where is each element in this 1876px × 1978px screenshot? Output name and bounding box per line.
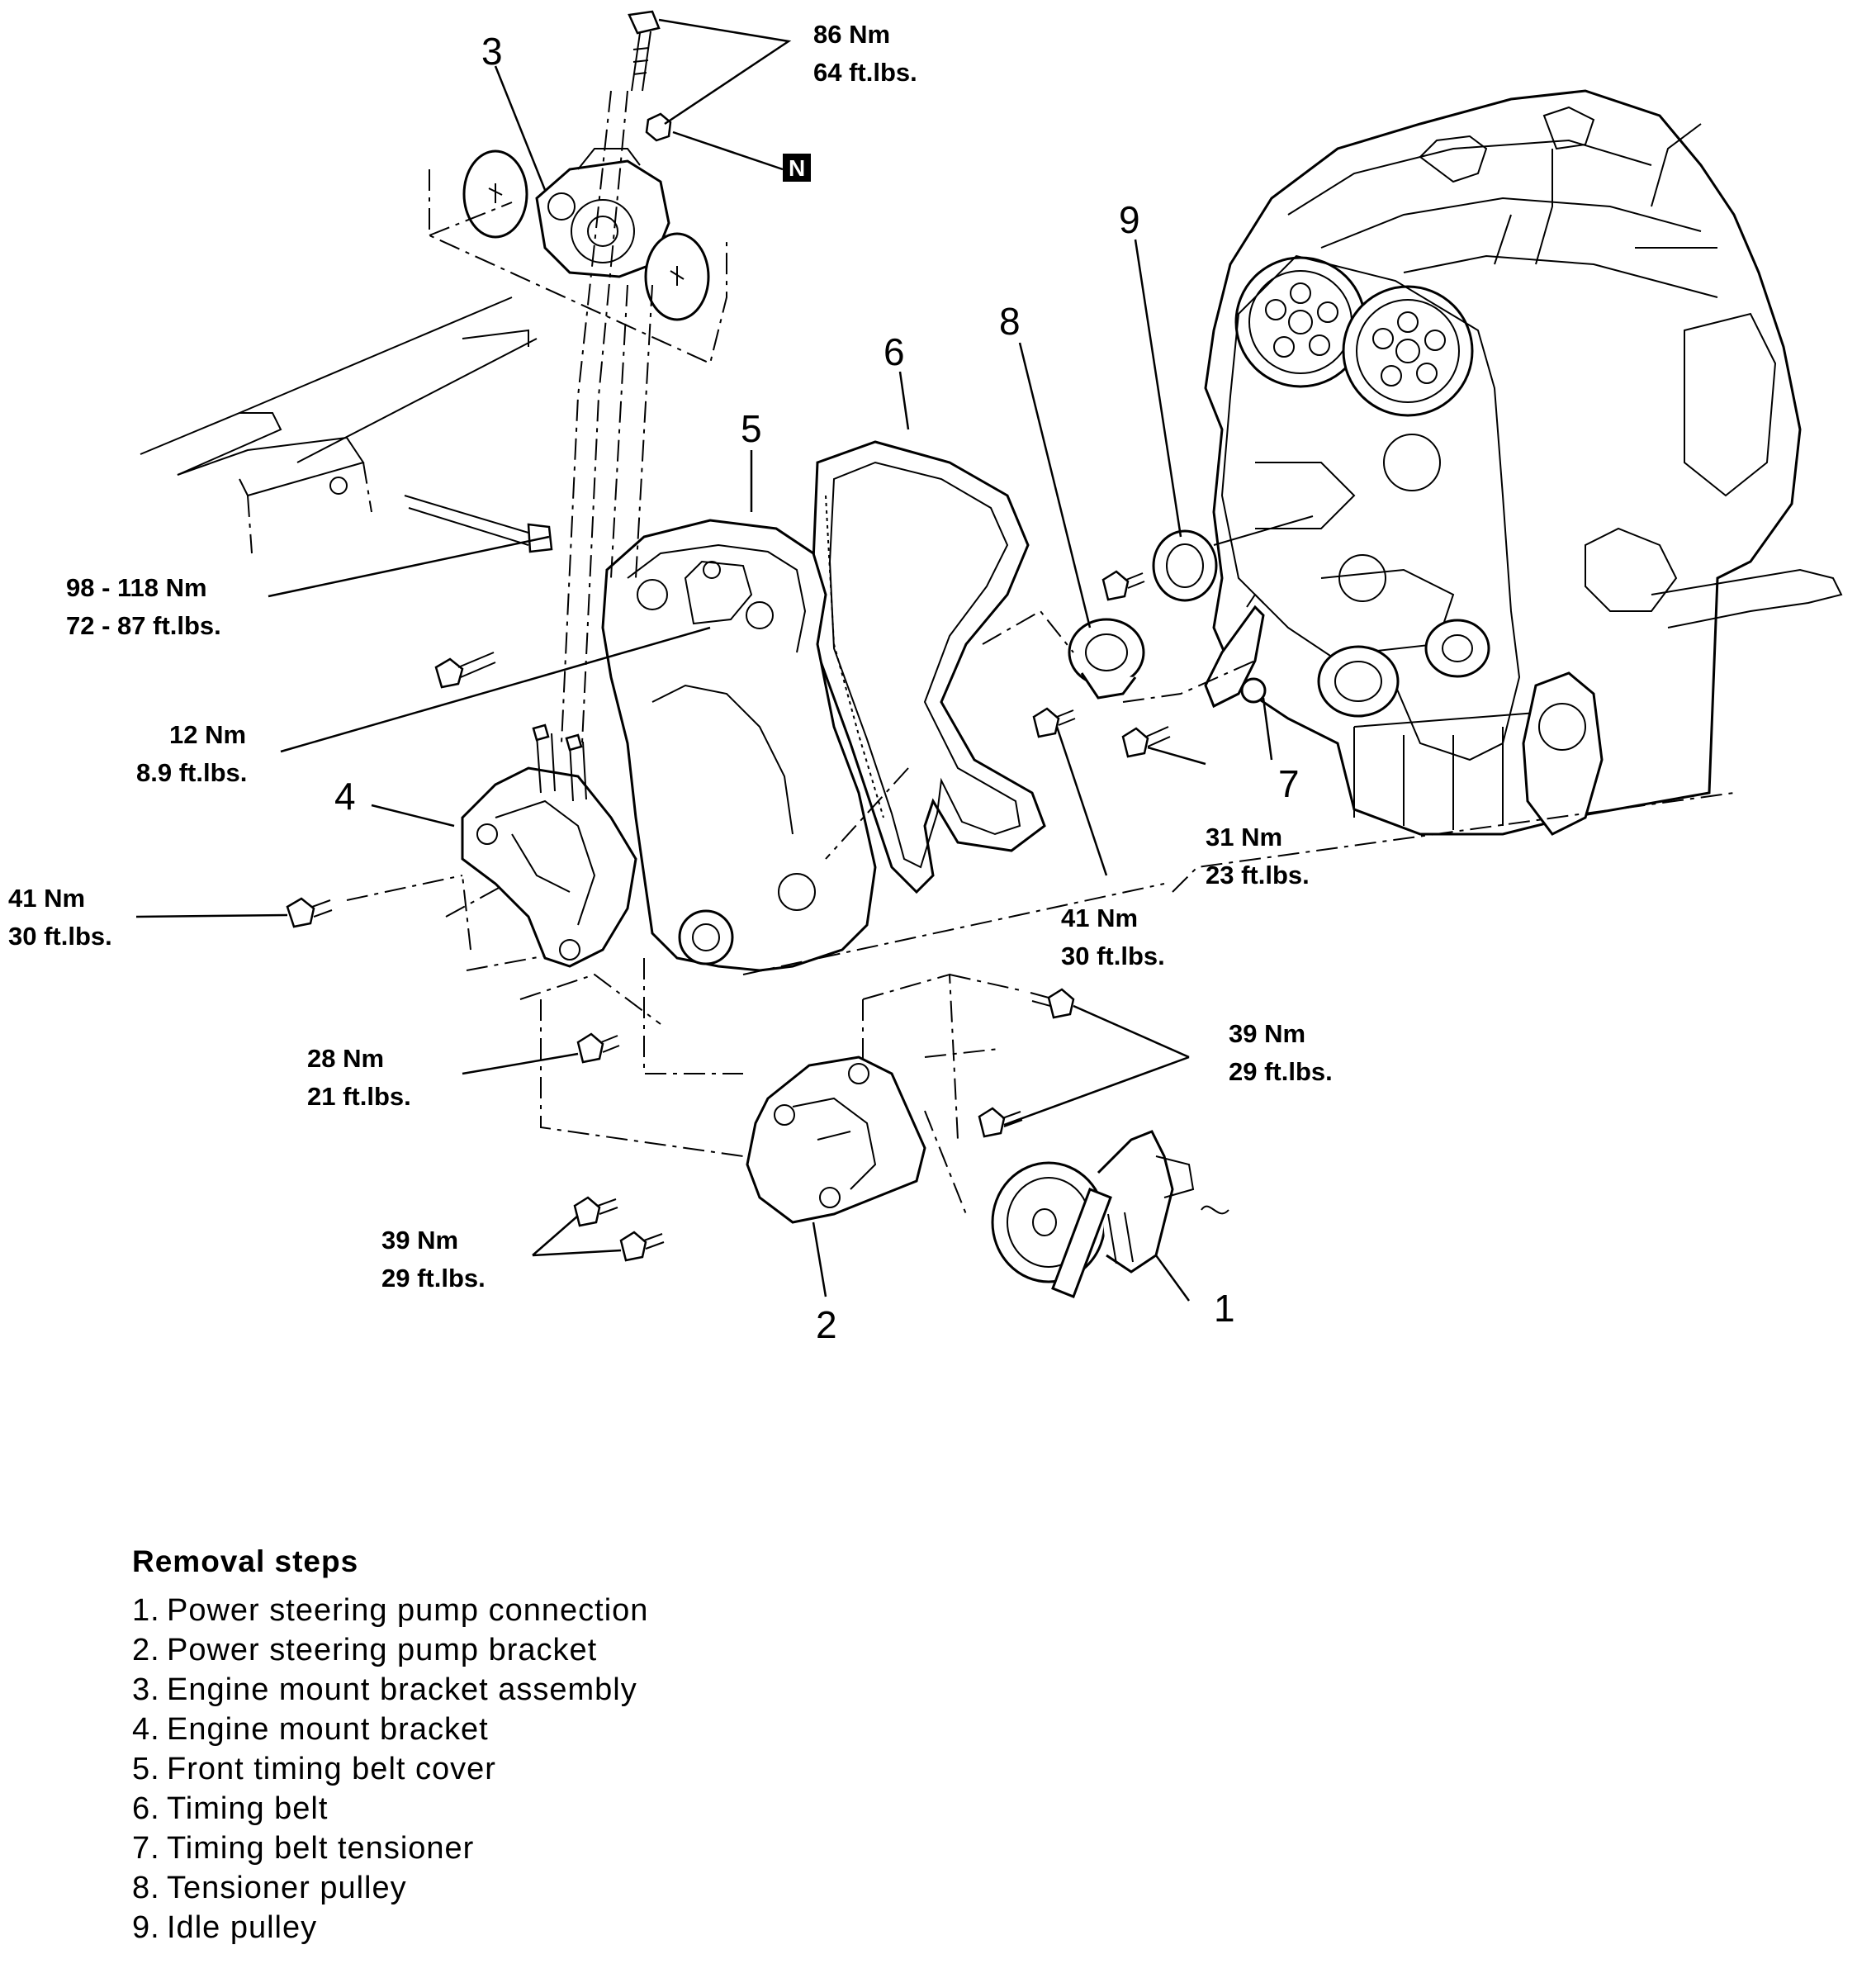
legend-title: Removal steps: [132, 1544, 359, 1578]
torque-39-nm-right: 39 Nm: [1229, 1019, 1305, 1048]
nut-marker-box: [783, 154, 811, 182]
power-steering-pump: [991, 1130, 1229, 1298]
list-item: 4.Engine mount bracket: [132, 1712, 489, 1747]
list-item: 7.Timing belt tensioner: [132, 1831, 475, 1866]
tensioner-bolt-31nm: [1121, 726, 1171, 758]
front-timing-belt-cover: [601, 519, 877, 972]
removal-steps-legend: Removal steps 1.Power steering pump conn…: [132, 1544, 1040, 1947]
bracket-bolt-39nm-right-upper: [1030, 988, 1075, 1019]
oil-pump-cover: [1522, 671, 1604, 836]
torque-30-ftlbs-mid: 30 ft.lbs.: [1061, 942, 1165, 970]
torque-29-ftlbs-right: 29 ft.lbs.: [1229, 1057, 1333, 1086]
torque-41-nm-left: 41 Nm: [8, 884, 85, 913]
list-item: 5.Front timing belt cover: [132, 1752, 496, 1786]
tensioner-pulley: [1068, 618, 1145, 700]
torque-29-ftlbs-bottom: 29 ft.lbs.: [381, 1264, 486, 1293]
leader-lines: [135, 18, 1273, 1302]
torque-64-ftlbs: 64 ft.lbs.: [813, 58, 917, 87]
idle-pulley-bolt: [1101, 570, 1145, 601]
nut-marker-letter: N: [789, 155, 805, 181]
mount-bracket-bolt: [329, 477, 553, 553]
torque-30-ftlbs-left: 30 ft.lbs.: [8, 922, 112, 951]
list-item: 1.Power steering pump connection: [132, 1593, 649, 1628]
callout-6: 6: [884, 330, 905, 373]
camshaft-sprocket-right: [1342, 285, 1474, 417]
torque-86-nm: 86 Nm: [813, 20, 890, 49]
list-item: 2.Power steering pump bracket: [132, 1633, 598, 1667]
mount-nut: [645, 112, 672, 142]
list-item: 8.Tensioner pulley: [132, 1871, 407, 1905]
mount-through-bolt: [628, 10, 661, 92]
crankshaft-sprocket: [1317, 645, 1400, 718]
bracket-bolt-39nm-right-lower: [978, 1107, 1023, 1138]
callout-3: 3: [481, 30, 503, 73]
torque-28-nm: 28 Nm: [307, 1044, 384, 1073]
camshaft-sprocket-left: [1234, 256, 1367, 388]
removal-steps-list: 1.Power steering pump connection 2.Power…: [132, 1591, 1040, 1947]
callout-4: 4: [334, 775, 356, 818]
torque-labels: 86 Nm 64 ft.lbs. 98 - 118 Nm 72 - 87 ft.…: [8, 20, 1333, 1293]
tensioner-pulley-bolt: [1032, 707, 1076, 738]
engine-mount-bracket: [461, 723, 637, 968]
callout-2: 2: [816, 1303, 837, 1346]
torque-21-ftlbs: 21 ft.lbs.: [307, 1082, 411, 1111]
torque-12-nm: 12 Nm: [169, 720, 246, 749]
torque-98-118-nm: 98 - 118 Nm: [66, 573, 207, 602]
timing-belt: [812, 440, 1046, 894]
power-steering-pump-bracket: [746, 1055, 926, 1224]
engine-belt-route: [1220, 254, 1521, 761]
oil-pump-sprocket: [1424, 619, 1490, 678]
bracket-bolt-41nm-left: [286, 897, 333, 928]
idle-pulley: [1152, 515, 1314, 602]
bracket-bolt-39nm-bottom-lower: [619, 1231, 665, 1262]
engine-block: [1204, 89, 1843, 836]
callout-numbers: 1 2 3 4 5 6 7 8 9: [334, 30, 1300, 1346]
list-item: 9.Idle pulley: [132, 1910, 318, 1945]
body-frame-outline: [140, 169, 727, 554]
torque-8-9-ftlbs: 8.9 ft.lbs.: [136, 758, 247, 787]
torque-72-87-ftlbs: 72 - 87 ft.lbs.: [66, 611, 221, 640]
callout-8: 8: [999, 300, 1021, 343]
list-item: 3.Engine mount bracket assembly: [132, 1672, 637, 1707]
engine-mount-bracket-assembly: [462, 148, 710, 321]
callout-7: 7: [1278, 762, 1300, 805]
cover-bolt-12nm: [434, 652, 496, 689]
callout-5: 5: [741, 407, 762, 450]
cover-bolt-28nm: [576, 1032, 620, 1064]
torque-41-nm-mid: 41 Nm: [1061, 904, 1138, 932]
list-item: 6.Timing belt: [132, 1791, 329, 1826]
torque-23-ftlbs: 23 ft.lbs.: [1206, 861, 1310, 889]
callout-1: 1: [1214, 1287, 1235, 1330]
callout-9: 9: [1119, 198, 1140, 241]
bracket-bolt-39nm-bottom-upper: [573, 1196, 618, 1227]
timing-belt-tensioner: [1204, 593, 1267, 709]
torque-39-nm-bottom: 39 Nm: [381, 1226, 458, 1255]
torque-31-nm: 31 Nm: [1206, 823, 1282, 851]
